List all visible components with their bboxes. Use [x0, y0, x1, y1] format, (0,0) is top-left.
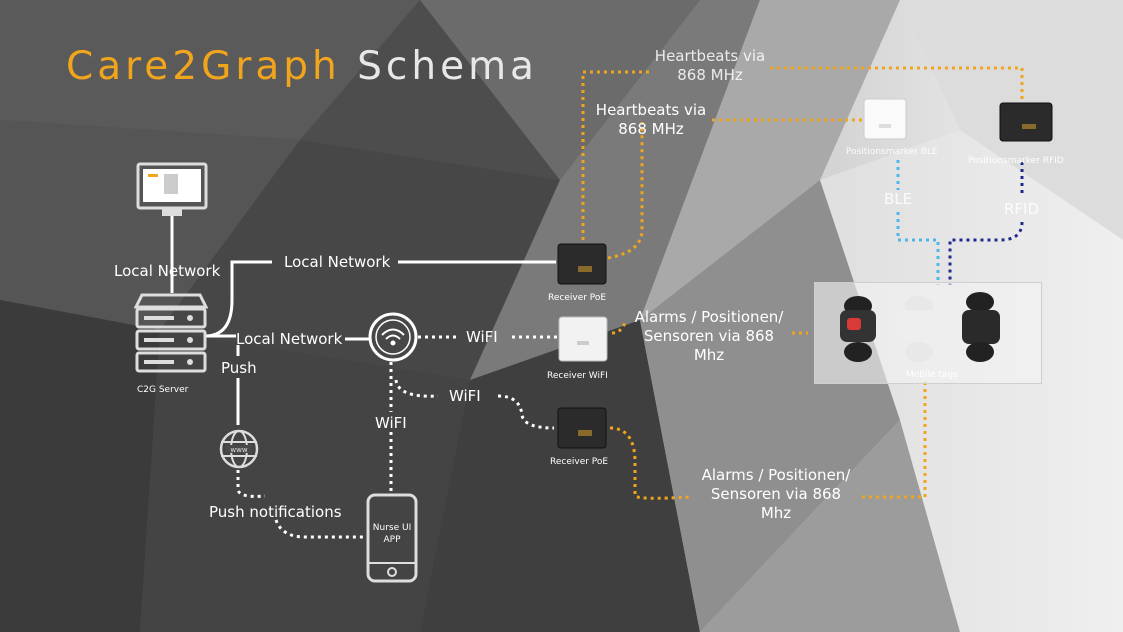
globe-www-icon: www [219, 429, 259, 469]
push-notifications-label: Push notifications [209, 503, 342, 521]
wristband-tags-icon [814, 282, 1042, 384]
heartbeats-top-line1: Heartbeats via [654, 47, 766, 65]
heartbeat-top-link [581, 66, 1024, 240]
receiver-wifi-label: Receiver WiFI [547, 371, 608, 381]
ble-link [896, 160, 940, 285]
rfid-label: RFID [1004, 200, 1040, 218]
globe-push-link [236, 470, 266, 498]
server-icon [134, 293, 208, 373]
page-title: Care2Graph Schema [66, 44, 538, 89]
positionmarker-rfid-icon [999, 102, 1053, 142]
nurse-ui-label-line2: APP [383, 535, 401, 545]
push-label: Push [221, 359, 257, 377]
radio-links [581, 66, 1024, 500]
local-network-label-router: Local Network [236, 330, 343, 348]
heartbeat-mid-link [607, 118, 862, 260]
wifi-router-icon [368, 312, 418, 362]
heartbeats-top-label: Heartbeats via 868 MHz [650, 47, 770, 85]
positionmarker-ble-label: Positionsmarker BLE [846, 147, 938, 157]
nurse-ui-label: Nurse UI APP [370, 522, 414, 546]
receiver-poe-icon [557, 243, 607, 285]
heartbeats-top-line2: 868 MHz [677, 66, 743, 84]
local-network-label-vertical: Local Network [114, 262, 221, 280]
receiver-wifi-icon [558, 316, 608, 362]
alarms-bottom-link [609, 382, 927, 500]
alarms-bottom-line1: Alarms / Positionen/ [701, 466, 851, 484]
wifi-label-poe: WiFI [449, 387, 481, 405]
receiver-poe-bottom-label: Receiver PoE [550, 457, 609, 467]
alarms-bottom-line2: Sensoren via 868 [710, 485, 842, 503]
title-word: Schema [357, 44, 538, 89]
smartphone-icon [366, 493, 418, 583]
alarms-top-line1: Alarms / Positionen/ [634, 308, 784, 326]
nurse-ui-label-line1: Nurse UI [372, 523, 412, 533]
receiver-poe-top-label: Receiver PoE [548, 293, 607, 303]
heartbeats-mid-line1: Heartbeats via [595, 101, 707, 119]
ble-label: BLE [884, 190, 913, 208]
server-label: C2G Server [137, 385, 189, 395]
alarms-top-label: Alarms / Positionen/ Sensoren via 868 Mh… [624, 308, 794, 365]
wifi-links [236, 335, 558, 539]
receiver-poe-icon [557, 407, 607, 449]
local-network-label-top: Local Network [284, 253, 391, 271]
heartbeats-mid-line2: 868 MHz [618, 120, 684, 138]
alarms-bottom-line3: Mhz [760, 504, 792, 522]
alarms-top-link [611, 319, 808, 335]
svg-text:www: www [230, 446, 247, 454]
solid-links [170, 214, 556, 425]
local-network-router-link [205, 334, 369, 341]
router-poe-link [394, 379, 555, 430]
wifi-label-phone: WiFI [375, 414, 407, 432]
heartbeats-mid-label: Heartbeats via 868 MHz [590, 101, 712, 139]
alarms-top-line2: Sensoren via 868 [643, 327, 775, 345]
rfid-link [948, 162, 1024, 285]
alarms-bottom-label: Alarms / Positionen/ Sensoren via 868 Mh… [688, 466, 864, 523]
title-brand: Care2Graph [66, 44, 341, 89]
positionmarker-ble-icon [863, 98, 907, 140]
push-phone-link [274, 519, 366, 539]
mobile-tags-label: Mobile tags [906, 370, 958, 380]
positionmarker-rfid-label: Positionsmarker RFID [968, 156, 1064, 166]
wifi-label-receiver: WiFI [466, 328, 498, 346]
alarms-top-line3: Mhz [693, 346, 725, 364]
monitor-icon [136, 162, 208, 216]
